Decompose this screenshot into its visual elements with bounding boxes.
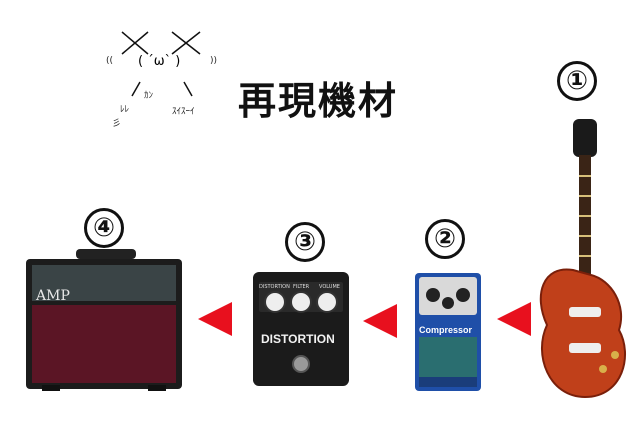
amp: AMP bbox=[26, 243, 186, 393]
ascii-right-caption: ｽｲｽｰｲ bbox=[172, 107, 195, 117]
arrow-left-icon bbox=[198, 302, 232, 336]
ascii-left-parens: (( bbox=[106, 56, 114, 66]
compressor-pedal: Compressor bbox=[415, 273, 481, 391]
guitar-icon bbox=[539, 119, 627, 399]
ascii-mid-label: ｶﾝ bbox=[144, 91, 154, 101]
arrow-left-icon bbox=[363, 304, 397, 338]
knob-label-volume: VOLUME bbox=[319, 284, 340, 290]
knob-label-distortion: DISTORTION bbox=[259, 284, 290, 290]
ascii-left-caption: 彡 bbox=[112, 119, 122, 129]
number-badge-distortion: ③ bbox=[285, 222, 325, 262]
distortion-pedal-label: DISTORTION bbox=[261, 332, 335, 346]
guitar bbox=[525, 115, 635, 405]
distortion-pedal: DISTORTION FILTER VOLUME DISTORTION bbox=[253, 272, 349, 386]
ascii-art-lines-icon bbox=[121, 31, 201, 97]
compressor-pedal-label: Compressor bbox=[419, 325, 473, 335]
amp-label: AMP bbox=[36, 288, 70, 304]
amp-icon bbox=[26, 249, 182, 391]
ascii-face: ( ´ω` ) bbox=[138, 54, 181, 69]
ascii-left-label: ﾚﾚ bbox=[120, 105, 130, 115]
number-badge-amp: ④ bbox=[84, 208, 124, 248]
ascii-right-parens: )) bbox=[210, 56, 218, 66]
knob-label-filter: FILTER bbox=[293, 284, 310, 290]
number-badge-compressor: ② bbox=[425, 219, 465, 259]
number-badge-guitar: ① bbox=[557, 61, 597, 101]
page-title: 再現機材 bbox=[238, 79, 399, 123]
arrow-left-icon bbox=[497, 302, 531, 336]
compressor-pedal-icon bbox=[415, 273, 481, 391]
ascii-art-character: (( ( ´ω` ) )) ｶﾝ ﾚﾚ ｽｲｽｰｲ 彡 bbox=[100, 24, 230, 129]
distortion-pedal-icon bbox=[253, 272, 349, 386]
